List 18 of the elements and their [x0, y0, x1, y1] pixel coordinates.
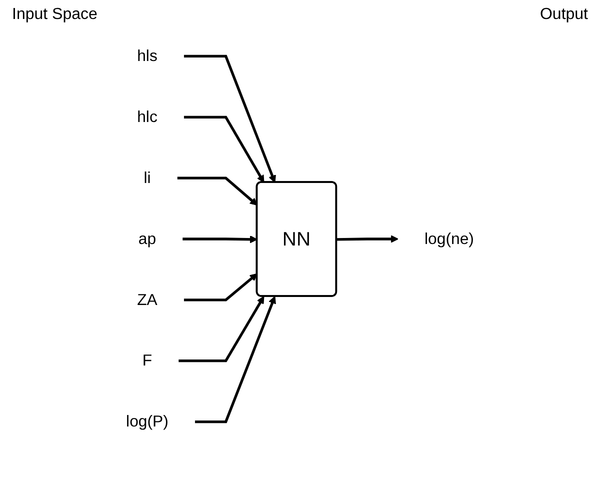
node-text: F	[142, 352, 152, 370]
node-text: ap	[138, 230, 156, 248]
arrow	[336, 235, 398, 243]
arrow	[184, 273, 258, 302]
arrow	[184, 54, 276, 183]
section-heading: Input Space	[12, 6, 98, 24]
section-heading: Output	[540, 6, 588, 24]
arrow	[194, 296, 276, 424]
node-text: log(P)	[126, 412, 168, 430]
arrow	[177, 176, 258, 206]
arrow	[182, 235, 258, 244]
arrow	[178, 296, 264, 362]
node-text: ZA	[137, 290, 158, 308]
node-text: li	[144, 168, 151, 186]
node-text: hlc	[137, 108, 158, 126]
node-text: log(ne)	[424, 230, 474, 248]
node-text: hls	[137, 46, 158, 65]
arrow	[184, 116, 264, 183]
